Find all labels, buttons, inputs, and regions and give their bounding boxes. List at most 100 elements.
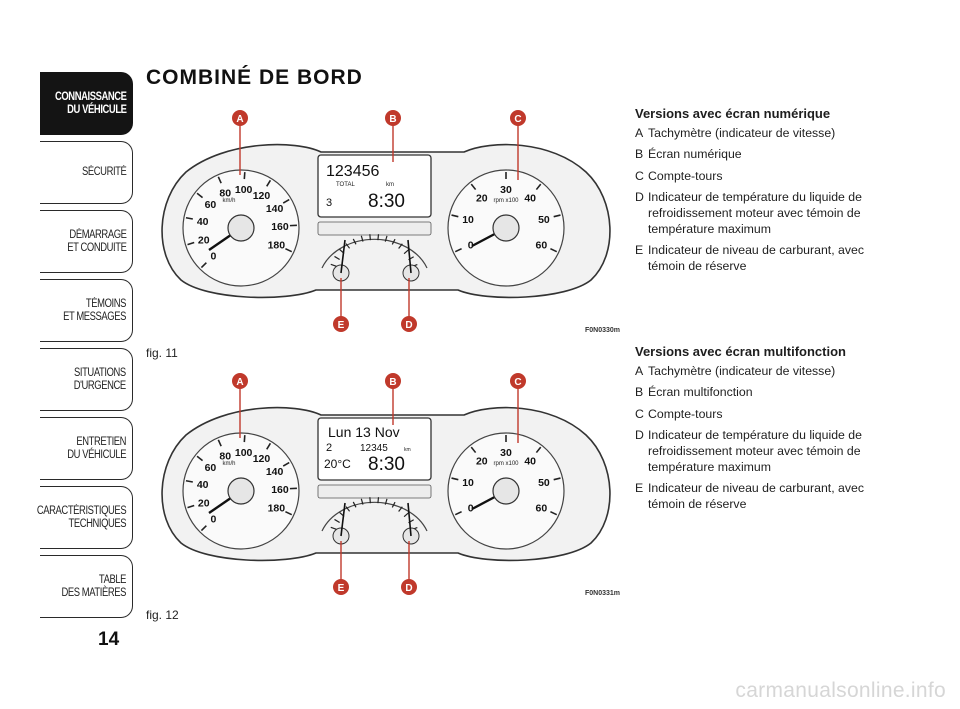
legend-text: Indicateur de température du liquide de …: [648, 428, 862, 474]
tab-securite[interactable]: SÉCURITÉ: [40, 141, 133, 204]
tachometer-hub: [492, 214, 520, 242]
callout-badge: [401, 579, 417, 595]
tab-label: TÉMOINS ET MESSAGES: [63, 297, 127, 323]
tachometer-tick: [550, 510, 558, 516]
tachometer-tick-label: 30: [500, 447, 512, 459]
tab-table-des-matieres[interactable]: TABLE DES MATIÈRES: [40, 555, 133, 618]
mini-gauge-tick: [384, 498, 388, 505]
speedometer-tick-label: 20: [198, 235, 210, 247]
legend-key: E: [635, 243, 644, 258]
tab-temoins-et-messages[interactable]: TÉMOINS ET MESSAGES: [40, 279, 133, 342]
mini-gauge-tick: [398, 243, 403, 249]
tachometer-tick: [451, 214, 459, 218]
mini-gauge-tick: [403, 512, 410, 518]
tab-label: DÉMARRAGE ET CONDUITE: [67, 228, 127, 254]
legend-item: B Écran numérique: [635, 147, 895, 163]
odometer-unit: km: [386, 182, 394, 188]
speedometer-tick: [282, 461, 290, 467]
tachometer-tick: [470, 183, 477, 191]
speedometer-tick-label: 100: [235, 184, 253, 196]
speedometer-unit: km/h: [222, 461, 235, 467]
tachometer-tick-label: 60: [536, 239, 548, 251]
tachometer-tick-label: 10: [462, 214, 474, 226]
speedometer-tick: [187, 241, 195, 246]
legend-text: Tachymètre (indicateur de vitesse): [648, 363, 836, 378]
trip-reading: 12345: [360, 443, 388, 454]
odometer-reading: 123456: [326, 163, 379, 180]
tachometer-tick-label: 40: [524, 192, 536, 204]
tachometer-tick: [553, 214, 561, 218]
callout-badge: [333, 579, 349, 595]
mini-gauge-tick: [330, 526, 337, 530]
tachometer-unit: rpm x100: [493, 198, 519, 204]
tachometer-tick: [550, 247, 558, 253]
mini-gauge-tick: [345, 506, 351, 512]
callout-letter: D: [405, 320, 412, 331]
mini-gauge-tick: [330, 263, 337, 267]
callout-badge: [232, 373, 248, 389]
legend-key: B: [635, 147, 644, 162]
odometer-label: TOTAL: [336, 182, 355, 188]
page-title: COMBINÉ DE BORD: [146, 66, 363, 89]
mini-gauge-tick: [345, 243, 351, 249]
tab-situations-urgence[interactable]: SITUATIONS D'URGENCE: [40, 348, 133, 411]
speedometer-tick: [266, 179, 272, 187]
legend-text: Indicateur de température du liquide de …: [648, 190, 862, 236]
tachometer-tick-label: 10: [462, 477, 474, 489]
callout-badge: [385, 110, 401, 126]
speedometer-tick: [200, 262, 207, 269]
tab-caracteristiques-techniques[interactable]: CARACTÉRISTIQUES TECHNIQUES: [36, 486, 133, 549]
speedometer-tick-label: 60: [205, 199, 217, 211]
tachometer-tick-label: 0: [468, 502, 474, 514]
mini-gauge-tick: [403, 249, 410, 255]
legend-key: A: [635, 363, 644, 378]
tachometer-unit: rpm x100: [493, 461, 519, 467]
speedometer-tick: [196, 192, 204, 199]
legend-text: Écran multifonction: [648, 385, 753, 400]
speedometer-tick-label: 0: [211, 251, 217, 263]
speedometer-tick: [217, 439, 222, 447]
display-clock: 8:30: [368, 191, 405, 212]
tab-demarrage-et-conduite[interactable]: DÉMARRAGE ET CONDUITE: [40, 210, 133, 273]
display-temperature: 20°C: [324, 457, 351, 471]
legend-key: B: [635, 385, 644, 400]
central-display: [317, 154, 432, 218]
mini-gauge-tick: [334, 518, 340, 524]
mini-gauge-tick: [377, 497, 380, 504]
tab-connaissance-du-vehicule[interactable]: CONNAISSANCE DU VÉHICULE: [40, 72, 133, 135]
legend-text: Compte-tours: [648, 168, 723, 183]
callout-letter: A: [236, 377, 243, 388]
trip-unit: km: [404, 447, 411, 453]
legend-key: C: [635, 406, 644, 421]
mini-gauge-tick: [391, 501, 396, 508]
legend-key: C: [635, 168, 644, 183]
mini-gauge-tick: [369, 497, 371, 504]
callout-badge: [401, 316, 417, 332]
section-tabs: CONNAISSANCE DU VÉHICULE SÉCURITÉ DÉMARR…: [36, 72, 133, 624]
legend-item: C Compte-tours: [635, 169, 895, 185]
display-clock: 8:30: [368, 454, 405, 475]
fuel-gauge-needle: [340, 502, 346, 537]
page-number: 14: [98, 629, 120, 650]
figure-code: F0N0330m: [584, 327, 620, 334]
callout-badge: [333, 316, 349, 332]
speedometer-tick-label: 160: [271, 221, 289, 233]
speedometer-tick: [282, 198, 290, 204]
mini-gauge-arc: [321, 501, 428, 532]
speedometer-tick: [285, 247, 293, 253]
tachometer-tick: [535, 183, 542, 191]
tab-label: CARACTÉRISTIQUES TECHNIQUES: [36, 504, 127, 530]
legend-text: Écran numérique: [648, 147, 742, 162]
callout-letter: C: [514, 377, 521, 388]
coolant-gauge-needle: [407, 239, 412, 274]
warning-lights-strip: [317, 221, 432, 236]
coolant-gauge-needle: [407, 502, 412, 537]
tab-label: SÉCURITÉ: [81, 166, 127, 178]
callout-letter: E: [338, 320, 345, 331]
tab-entretien-du-vehicule[interactable]: ENTRETIEN DU VÉHICULE: [40, 417, 133, 480]
callout-badge: [385, 373, 401, 389]
tab-label: TABLE DES MATIÈRES: [61, 573, 127, 599]
speedometer-tick: [285, 510, 293, 516]
